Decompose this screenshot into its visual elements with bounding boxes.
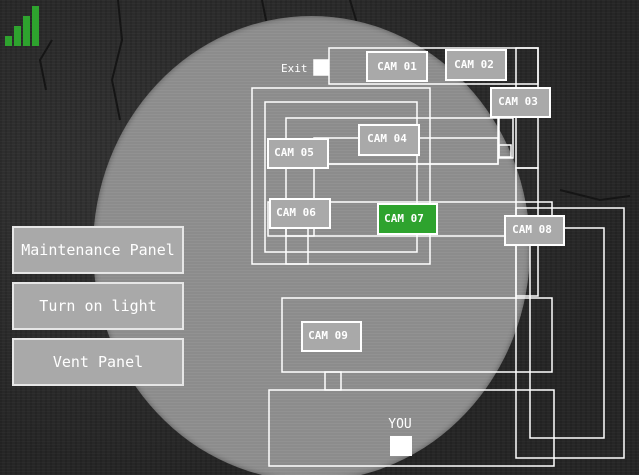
- camera-button-cam04[interactable]: CAM 04: [358, 124, 420, 156]
- player-office-marker: [390, 436, 412, 456]
- camera-button-cam05[interactable]: CAM 05: [267, 138, 329, 169]
- camera-button-cam08[interactable]: CAM 08: [504, 215, 565, 246]
- camera-label: CAM 02: [454, 58, 494, 71]
- maintenance-panel-button[interactable]: Maintenance Panel: [12, 226, 184, 274]
- camera-label: CAM 05: [274, 146, 314, 159]
- camera-label: CAM 04: [367, 132, 407, 145]
- camera-button-cam09[interactable]: CAM 09: [301, 321, 362, 352]
- camera-button-cam03[interactable]: CAM 03: [490, 87, 551, 118]
- camera-button-cam01[interactable]: CAM 01: [366, 51, 428, 82]
- exit-label: Exit: [281, 62, 308, 75]
- vent-panel-button[interactable]: Vent Panel: [12, 338, 184, 386]
- camera-label: CAM 07: [384, 212, 424, 225]
- camera-button-cam06[interactable]: CAM 06: [269, 198, 331, 229]
- camera-label: CAM 08: [512, 223, 552, 236]
- turn-on-light-button[interactable]: Turn on light: [12, 282, 184, 330]
- you-label: YOU: [388, 417, 411, 432]
- camera-label: CAM 09: [308, 329, 348, 342]
- camera-button-cam07[interactable]: CAM 07: [377, 203, 438, 235]
- camera-label: CAM 06: [276, 206, 316, 219]
- signal-strength-icon: [5, 4, 47, 46]
- camera-label: CAM 01: [377, 60, 417, 73]
- camera-label: CAM 03: [498, 95, 538, 108]
- camera-button-cam02[interactable]: CAM 02: [445, 49, 507, 81]
